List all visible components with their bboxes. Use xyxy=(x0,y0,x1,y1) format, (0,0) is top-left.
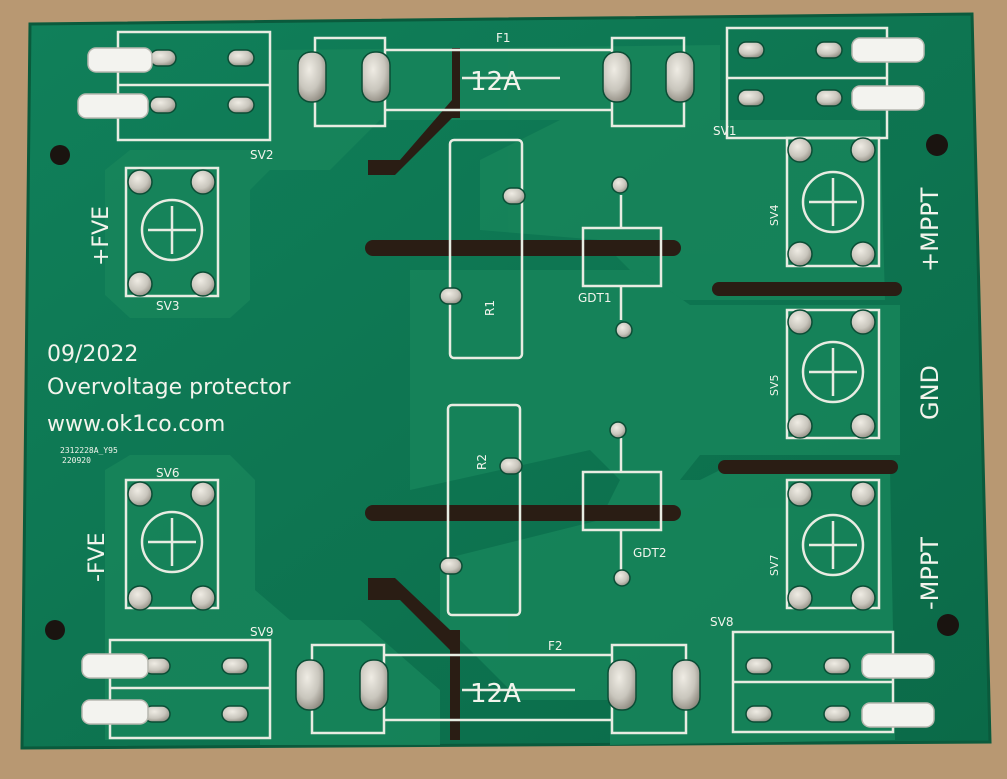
neg-fve-label: -FVE xyxy=(85,532,110,582)
sv9-label: SV9 xyxy=(250,625,273,639)
sv4-label: SV4 xyxy=(768,204,781,226)
terminal-crosses xyxy=(140,170,865,577)
pos-mppt-label: +MPPT xyxy=(916,187,944,272)
lot-code-label-1: 2312228A_Y95 xyxy=(60,446,118,455)
connector-tabs xyxy=(77,37,935,728)
lot-code-label-2: 220920 xyxy=(62,456,91,465)
date-code-label: 09/2022 xyxy=(47,342,138,367)
sv1-label: SV1 xyxy=(713,124,736,138)
pos-fve-label: +FVE xyxy=(89,206,114,266)
board-title-label: Overvoltage protector xyxy=(47,375,291,400)
gdt1-label: GDT1 xyxy=(578,291,612,305)
sv7-label: SV7 xyxy=(768,554,781,576)
sv3-label: SV3 xyxy=(156,299,179,313)
sv6-label: SV6 xyxy=(156,466,179,480)
r1-label: R1 xyxy=(483,300,497,316)
pcb-board xyxy=(20,12,992,750)
copper-pours xyxy=(105,45,900,745)
silkscreen-text: 09/2022 Overvoltage protector www.ok1co.… xyxy=(47,31,944,709)
f2-label: F2 xyxy=(548,639,563,653)
f2-rating-label: 12A xyxy=(470,679,521,709)
r2-label: R2 xyxy=(475,454,489,470)
sv8-label: SV8 xyxy=(710,615,733,629)
isolation-slots xyxy=(365,48,902,740)
f1-rating-label: 12A xyxy=(470,67,521,97)
gnd-label: GND xyxy=(916,365,944,420)
gdt2-label: GDT2 xyxy=(633,546,667,560)
sv5-label: SV5 xyxy=(768,374,781,396)
website-label: www.ok1co.com xyxy=(47,412,225,437)
mounting-holes xyxy=(45,134,959,640)
solder-pads xyxy=(127,41,876,723)
f1-label: F1 xyxy=(496,31,511,45)
neg-mppt-label: -MPPT xyxy=(916,537,944,610)
sv2-label: SV2 xyxy=(250,148,273,162)
